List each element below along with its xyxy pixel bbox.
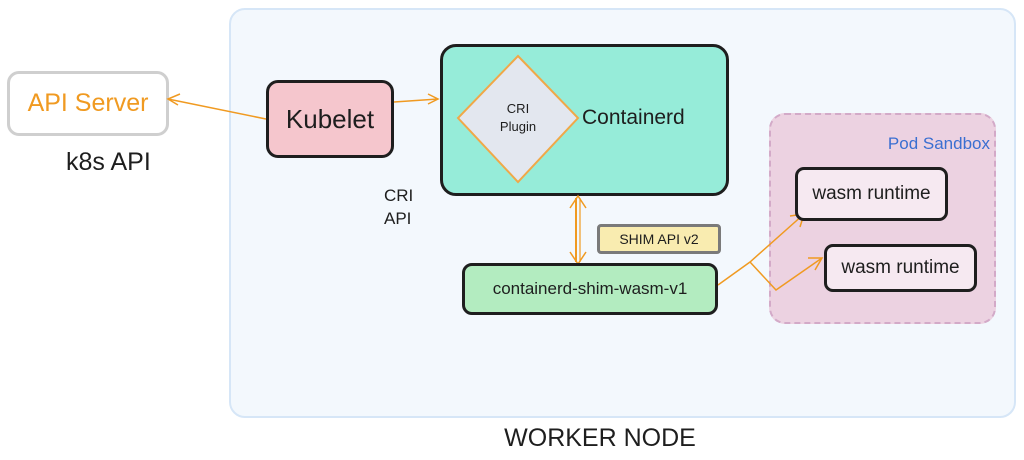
wasm-runtime-node-2: wasm runtime bbox=[824, 244, 977, 292]
k8s-api-label: k8s API bbox=[66, 148, 151, 176]
shim-api-label: SHIM API v2 bbox=[597, 224, 721, 254]
pod-sandbox-label: Pod Sandbox bbox=[887, 134, 990, 153]
cri-plugin-label-line2: Plugin bbox=[499, 119, 537, 134]
arrowhead-up bbox=[569, 194, 587, 209]
cri-plugin-label-line1: CRI bbox=[506, 101, 530, 116]
kubelet-node: Kubelet bbox=[266, 80, 394, 158]
cri-api-label-line2: API bbox=[384, 209, 412, 228]
cri-plugin-diamond bbox=[456, 54, 580, 184]
arrow-kubelet-to-containerd bbox=[393, 98, 439, 103]
containerd-shim-node: containerd-shim-wasm-v1 bbox=[462, 263, 718, 315]
arrow-kubelet-to-apiserver bbox=[167, 98, 267, 120]
cri-api-label: CRI API bbox=[384, 184, 444, 230]
arrowhead-apiserver bbox=[166, 93, 181, 106]
wasm-runtime-node-1: wasm runtime bbox=[795, 167, 948, 221]
containerd-label: Containerd bbox=[582, 106, 685, 129]
cri-plugin-label: CRI Plugin bbox=[458, 100, 578, 136]
api-server-node: API Server bbox=[7, 71, 169, 136]
arrowhead-containerd bbox=[427, 93, 440, 105]
arrow-shim-to-wasm2 bbox=[749, 257, 823, 291]
worker-node-label: WORKER NODE bbox=[504, 424, 696, 452]
cri-api-label-line1: CRI bbox=[384, 186, 414, 205]
arrowhead-wasm2 bbox=[808, 257, 824, 271]
